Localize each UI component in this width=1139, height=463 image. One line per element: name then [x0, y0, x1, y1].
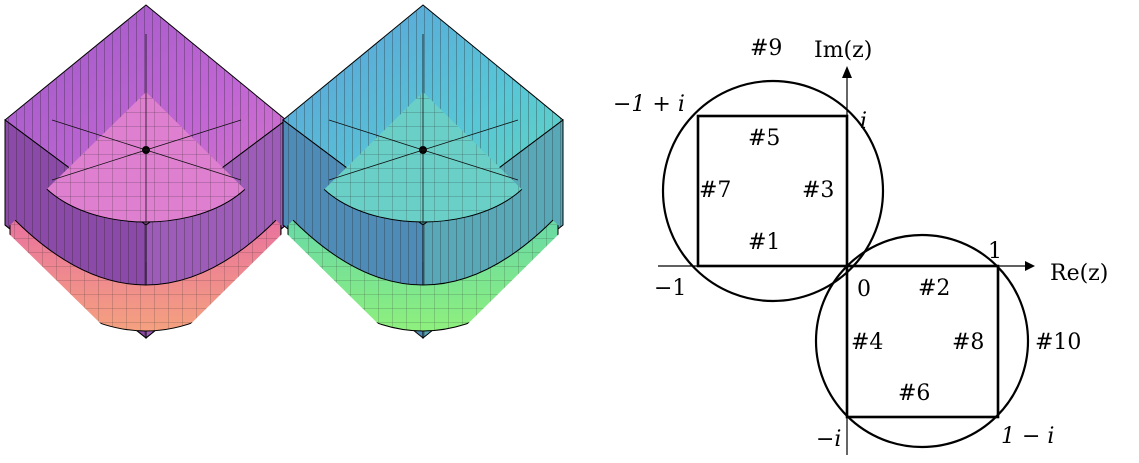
upper-left-circle: [661, 79, 885, 303]
point-zero-label: 0: [857, 277, 871, 302]
complex-plane-diagram: Re(z) Im(z) 1 −1 0 i −i −1 + i 1 − i #5 …: [613, 36, 1108, 455]
region-2-label: #2: [918, 276, 950, 301]
point-i-label: i: [860, 109, 867, 134]
region-10-label: #10: [1035, 330, 1081, 355]
lower-right-circle: [814, 233, 1030, 449]
left-surface-plot: [4, 4, 287, 340]
region-4-label: #4: [851, 330, 883, 355]
region-6-label: #6: [898, 381, 930, 406]
im-axis-label: Im(z): [814, 38, 872, 63]
upper-left-square: [696, 114, 849, 268]
region-8-label: #8: [952, 330, 984, 355]
region-7-label: #7: [699, 178, 731, 203]
region-5-label: #5: [748, 126, 780, 151]
point-minus-one-plus-i-label: −1 + i: [613, 92, 685, 117]
right-surface-plot: [282, 4, 564, 340]
re-axis-label: Re(z): [1050, 261, 1108, 286]
point-one-minus-i-label: 1 − i: [1001, 424, 1054, 449]
region-9-label: #9: [750, 36, 782, 61]
point-minus-i-label: −i: [816, 427, 841, 452]
lower-right-square: [845, 264, 1000, 419]
point-one-label: 1: [988, 239, 1002, 264]
region-3-label: #3: [802, 178, 834, 203]
region-1-label: #1: [748, 230, 780, 255]
point-minus-one-label: −1: [654, 276, 686, 301]
